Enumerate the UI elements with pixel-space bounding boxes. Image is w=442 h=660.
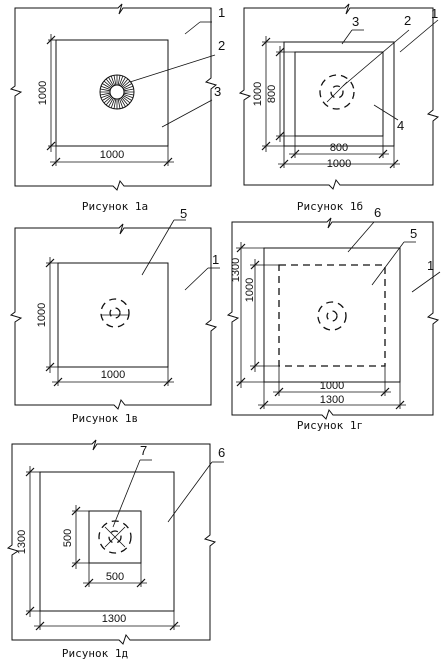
dim-h-inner-label: 1000 xyxy=(320,380,344,392)
dim-h-inner-label: 800 xyxy=(330,142,348,154)
label-6: 6 xyxy=(374,205,381,220)
dim-h-label: 1000 xyxy=(100,149,124,161)
figure-1v: 1000 1000 5 1 Рисунок 1в xyxy=(11,206,220,425)
slab-outline xyxy=(8,440,215,644)
dimension-horizontal-outer: 1300 xyxy=(258,382,406,409)
inner-square xyxy=(295,52,383,136)
figure-1b: 1000 800 800 1000 1 2 xyxy=(240,4,438,213)
dim-h-outer-label: 1300 xyxy=(320,394,344,406)
dimension-vertical-inner: 1000 xyxy=(244,259,279,372)
dimension-vertical-outer: 1300 xyxy=(16,466,40,617)
dashed-pipe-symbol xyxy=(99,521,131,553)
dashed-pipe-symbol xyxy=(318,302,346,330)
dim-v-inner-label: 500 xyxy=(62,529,74,547)
dim-v-outer-label: 1300 xyxy=(230,258,242,282)
slab-outline xyxy=(228,218,438,419)
dim-v-label: 1000 xyxy=(36,303,48,327)
dim-h-label: 1000 xyxy=(101,369,125,381)
dashed-pipe-symbol xyxy=(101,299,129,327)
dim-v-outer-label: 1000 xyxy=(252,82,264,106)
dimension-vertical: 1000 xyxy=(37,34,56,152)
dim-h-outer-label: 1300 xyxy=(102,613,126,625)
dimension-vertical-inner: 500 xyxy=(62,505,89,569)
label-6: 6 xyxy=(218,445,225,460)
insulation-square-outer xyxy=(264,248,400,382)
dim-h-inner-label: 500 xyxy=(106,571,124,583)
dimension-vertical-inner: 800 xyxy=(266,46,295,142)
dimension-horizontal: 1000 xyxy=(50,146,174,166)
caption-1d: Рисунок 1д xyxy=(62,647,129,660)
label-3: 3 xyxy=(214,84,221,99)
insulation-square xyxy=(58,263,168,367)
dashed-square xyxy=(279,265,385,366)
slab-outline xyxy=(240,4,438,189)
caption-1a: Рисунок 1а xyxy=(82,200,148,213)
caption-1b: Рисунок 1б xyxy=(297,200,363,213)
slab-outline xyxy=(11,4,216,190)
dimension-horizontal-outer: 1000 xyxy=(278,146,400,170)
label-1: 1 xyxy=(427,258,434,273)
inner-square xyxy=(89,511,141,563)
dimension-vertical: 1000 xyxy=(36,257,58,373)
dimension-horizontal-inner: 500 xyxy=(83,563,147,587)
dimension-horizontal-inner: 1000 xyxy=(273,366,391,396)
hatched-pipe xyxy=(100,75,134,109)
label-4: 4 xyxy=(397,118,404,133)
dim-v-inner-label: 800 xyxy=(266,85,278,103)
dimension-horizontal: 1000 xyxy=(52,367,174,386)
label-2: 2 xyxy=(404,13,411,28)
dim-v-outer-label: 1300 xyxy=(16,530,28,554)
figure-1a: 1000 1000 1 2 3 Рисунок 1а xyxy=(11,4,225,213)
dim-h-outer-label: 1000 xyxy=(327,158,351,170)
label-3: 3 xyxy=(352,14,359,29)
label-1: 1 xyxy=(212,252,219,267)
label-7: 7 xyxy=(140,443,147,458)
dimension-horizontal-inner: 800 xyxy=(289,136,389,158)
dimension-vertical-outer: 1000 xyxy=(252,36,284,152)
figure-1g: 1300 1000 1000 1300 6 xyxy=(228,205,440,432)
label-5: 5 xyxy=(180,206,187,221)
label-5: 5 xyxy=(410,226,417,241)
dim-v-label: 1000 xyxy=(37,81,49,105)
dimension-horizontal-outer: 1300 xyxy=(34,611,180,630)
label-1: 1 xyxy=(431,6,438,21)
caption-1v: Рисунок 1в xyxy=(72,412,138,425)
figure-1d: 1300 500 500 1300 7 xyxy=(8,440,225,660)
dim-v-inner-label: 1000 xyxy=(244,278,256,302)
outer-square xyxy=(284,42,394,146)
insulation-square xyxy=(56,40,168,146)
dimension-vertical-outer: 1300 xyxy=(230,242,264,388)
insulation-square-outer xyxy=(40,472,174,611)
slab-outline xyxy=(11,224,216,409)
label-1: 1 xyxy=(218,5,225,20)
dashed-pipe-symbol xyxy=(320,75,354,109)
label-2: 2 xyxy=(218,38,225,53)
caption-1g: Рисунок 1г xyxy=(297,419,363,432)
